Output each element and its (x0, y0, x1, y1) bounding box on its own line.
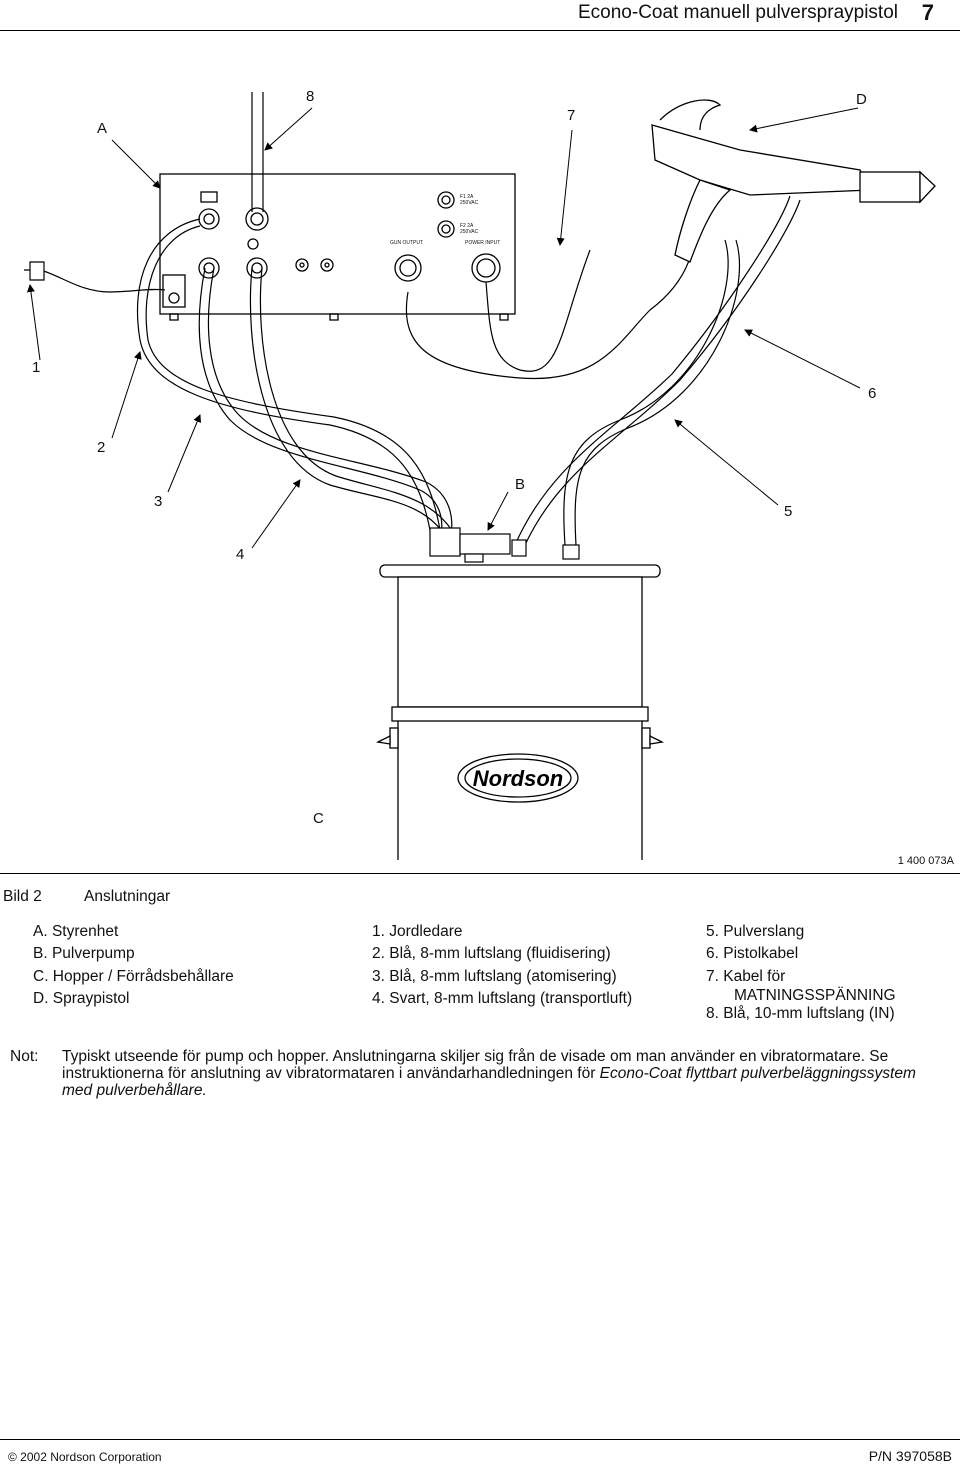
legend-item: 5. Pulverslang (706, 923, 805, 940)
page-header-title: Econo-Coat manuell pulverspraypistol (578, 2, 898, 23)
leader-lines (26, 107, 861, 549)
svg-text:F1 2A: F1 2A (460, 194, 474, 200)
callout-1: 1 (32, 359, 40, 376)
header-divider (0, 30, 960, 31)
callout-labels: A 8 7 D 1 6 2 3 B 5 4 C (32, 88, 876, 827)
legend-item: 2. Blå, 8-mm luftslang (fluidisering) (372, 945, 611, 963)
legend-numbers: 1. Jordledare 2. Blå, 8-mm luftslang (fl… (372, 921, 632, 1010)
footer-copyright: © 2002 Nordson Corporation (8, 1450, 162, 1464)
callout-3: 3 (154, 493, 162, 510)
legend-item: 7. Kabel för (706, 967, 786, 985)
callout-C: C (313, 810, 324, 827)
nordson-logo: Nordson (473, 766, 563, 791)
footer-part-number: P/N 397058B (868, 1448, 952, 1464)
svg-text:F2 2A: F2 2A (460, 223, 474, 229)
svg-text:GUN OUTPUT: GUN OUTPUT (390, 240, 423, 246)
caption-title: Anslutningar (84, 888, 171, 905)
callout-8: 8 (306, 88, 314, 105)
legend-item: 3. Blå, 8-mm luftslang (atomisering) (372, 967, 617, 985)
legend-item: MATNINGSSPÄNNING (734, 986, 896, 1004)
legend-numbers-2: 5. Pulverslang 6. Pistolkabel 7. Kabel f… (706, 921, 896, 1025)
callout-A: A (97, 120, 107, 137)
spray-gun (651, 99, 936, 263)
ground-wire (24, 261, 166, 293)
figure-code: 1 400 073A (897, 855, 954, 867)
callout-7: 7 (567, 107, 575, 124)
legend-item: B. Pulverpump (33, 945, 135, 963)
footer-divider (0, 1439, 960, 1440)
hoses (136, 92, 801, 546)
note-label: Not: (10, 1048, 39, 1065)
page-number: 7 (921, 0, 934, 25)
callout-5: 5 (784, 503, 792, 520)
connection-figure: F1 2A 250VAC F2 2A 250VAC GUN OUTPUT POW… (24, 88, 936, 860)
legend-item: 4. Svart, 8-mm luftslang (transportluft) (372, 989, 633, 1007)
legend-letters: A. Styrenhet B. Pulverpump C. Hopper / F… (33, 921, 234, 1010)
legend-item: 6. Pistolkabel (706, 945, 799, 963)
legend-item: D. Spraypistol (33, 989, 130, 1007)
callout-6: 6 (868, 385, 876, 402)
note-text: Typiskt utseende för pump och hopper. An… (62, 1048, 916, 1099)
legend-item: A. Styrenhet (33, 923, 119, 940)
control-unit (159, 173, 516, 321)
panel-labels: F1 2A 250VAC F2 2A 250VAC GUN OUTPUT POW… (390, 194, 500, 246)
callout-D: D (856, 91, 867, 108)
powder-pump (429, 527, 580, 563)
callout-B: B (515, 476, 525, 493)
hopper (375, 564, 665, 860)
svg-text:250VAC: 250VAC (460, 200, 479, 206)
legend-item: C. Hopper / Förrådsbehållare (33, 967, 234, 985)
callout-2: 2 (97, 439, 105, 456)
svg-text:250VAC: 250VAC (460, 229, 479, 235)
caption-number: Bild 2 (3, 888, 42, 905)
svg-text:POWER INPUT: POWER INPUT (465, 240, 500, 246)
legend-item: 1. Jordledare (372, 923, 463, 940)
callout-4: 4 (236, 546, 244, 563)
figure-divider (0, 873, 960, 874)
legend-item: 8. Blå, 10-mm luftslang (IN) (706, 1004, 895, 1022)
